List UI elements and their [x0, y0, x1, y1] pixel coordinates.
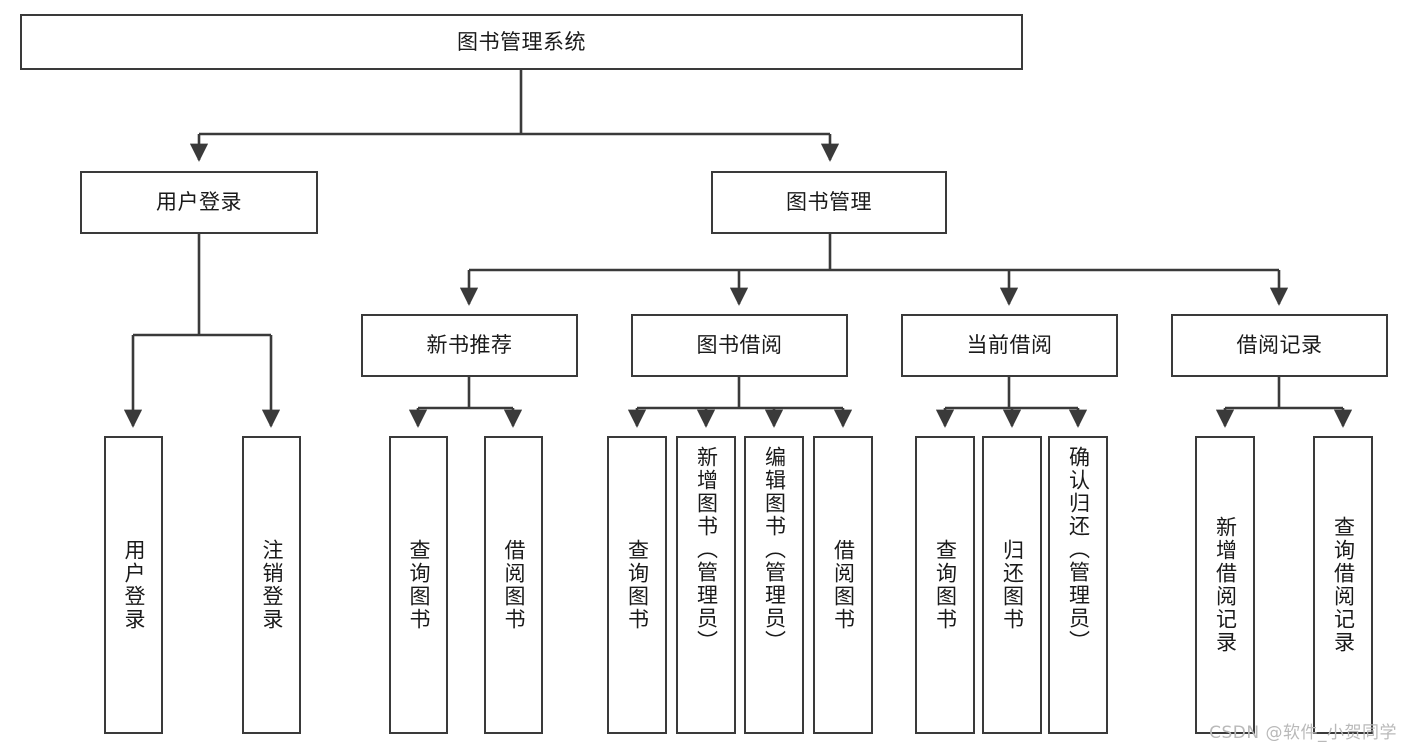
node-label: 当前借阅 — [966, 333, 1053, 358]
node-root-system[interactable]: 图书管理系统 — [20, 14, 1023, 70]
node-label: 借阅图书 — [831, 539, 856, 631]
leaf-borrow-query-book[interactable]: 查询图书 — [607, 436, 667, 734]
node-label: 注销登录 — [260, 539, 284, 631]
node-label: 确认归还（管理员） — [1066, 446, 1091, 653]
node-label: 借阅图书 — [502, 539, 526, 631]
node-label: 图书借阅 — [696, 333, 783, 358]
node-label: 图书管理系统 — [457, 29, 586, 54]
leaf-user-login[interactable]: 用户登录 — [104, 436, 163, 734]
node-current-borrow[interactable]: 当前借阅 — [901, 314, 1118, 377]
leaf-current-confirm-return-admin[interactable]: 确认归还（管理员） — [1048, 436, 1108, 734]
leaf-borrow-take-book[interactable]: 借阅图书 — [813, 436, 873, 734]
node-borrow-record[interactable]: 借阅记录 — [1171, 314, 1388, 377]
node-book-borrow[interactable]: 图书借阅 — [631, 314, 848, 377]
leaf-user-logout[interactable]: 注销登录 — [242, 436, 301, 734]
node-label: 编辑图书（管理员） — [762, 446, 787, 653]
node-label: 用户登录 — [156, 190, 242, 215]
leaf-record-query-borrow-record[interactable]: 查询借阅记录 — [1313, 436, 1373, 734]
node-label: 查询图书 — [625, 539, 650, 631]
node-label: 借阅记录 — [1236, 333, 1323, 358]
leaf-current-return-book[interactable]: 归还图书 — [982, 436, 1042, 734]
node-label: 查询借阅记录 — [1331, 516, 1356, 654]
node-label: 查询图书 — [407, 539, 431, 631]
leaf-borrow-edit-book-admin[interactable]: 编辑图书（管理员） — [744, 436, 804, 734]
node-user-login[interactable]: 用户登录 — [80, 171, 318, 234]
node-label: 归还图书 — [1000, 539, 1025, 631]
leaf-current-query-book[interactable]: 查询图书 — [915, 436, 975, 734]
node-new-book-recommend[interactable]: 新书推荐 — [361, 314, 578, 377]
leaf-record-add-borrow-record[interactable]: 新增借阅记录 — [1195, 436, 1255, 734]
node-label: 新增图书（管理员） — [694, 446, 719, 653]
leaf-recommend-borrow-book[interactable]: 借阅图书 — [484, 436, 543, 734]
node-label: 新书推荐 — [426, 333, 513, 358]
node-label: 图书管理 — [786, 190, 872, 215]
node-label: 新增借阅记录 — [1213, 516, 1238, 654]
leaf-recommend-query-book[interactable]: 查询图书 — [389, 436, 448, 734]
leaf-borrow-add-book-admin[interactable]: 新增图书（管理员） — [676, 436, 736, 734]
node-label: 查询图书 — [933, 539, 958, 631]
node-book-manage[interactable]: 图书管理 — [711, 171, 947, 234]
node-label: 用户登录 — [122, 539, 146, 631]
